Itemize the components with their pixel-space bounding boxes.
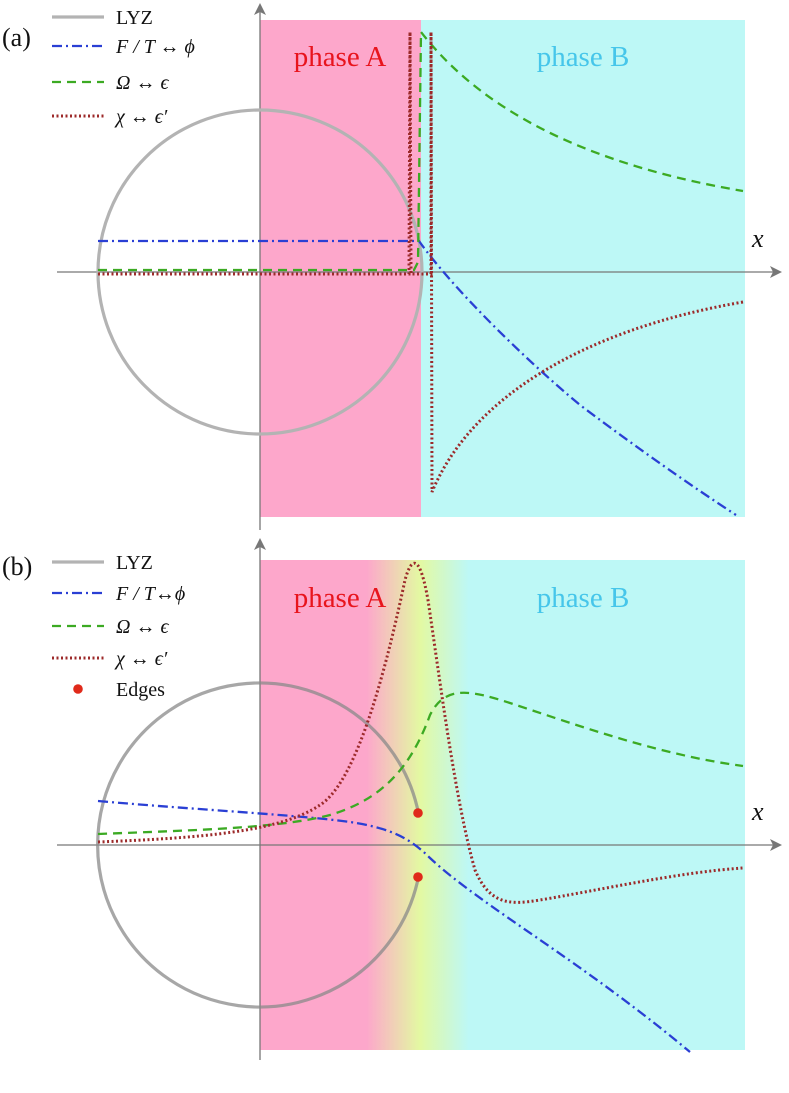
edge-point-upper <box>413 808 423 818</box>
legend-label-ft-b: F / T↔ϕ <box>115 583 185 605</box>
phase-a-label-b: phase A <box>294 582 387 614</box>
legend-label-omega-b: Ω ↔ ϵ <box>116 616 169 638</box>
edge-point-lower <box>413 872 423 882</box>
lyz-circle-a <box>96 108 424 436</box>
legend-marker-edges-b <box>73 684 83 694</box>
phase-b-label-b: phase B <box>537 582 630 614</box>
legend-label-chi-b: χ ↔ ϵ′ <box>114 648 168 670</box>
chi-curve-b <box>97 561 744 904</box>
phase-a-label-a: phase A <box>294 41 387 73</box>
lyz-circle-b <box>96 681 420 1009</box>
x-axis-label-a: x <box>751 224 764 253</box>
phase-b-label-a: phase B <box>537 41 630 73</box>
legend-label-chi-a: χ ↔ ϵ′ <box>114 106 168 128</box>
omega-curve-b <box>97 691 744 836</box>
legend-label-lyz-b: LYZ <box>116 552 153 574</box>
ft-curve-a <box>98 239 737 516</box>
legend-b: LYZ F / T↔ϕ Ω ↔ ϵ χ ↔ ϵ′ Edges <box>52 552 185 701</box>
legend-label-lyz-a: LYZ <box>116 7 153 29</box>
chi-curve-a <box>98 31 744 493</box>
panel-label-a: (a) <box>2 23 31 52</box>
x-axis-label-b: x <box>751 797 764 826</box>
panel-a: phase A phase B x (a) LYZ F / T ↔ ϕ Ω ↔ … <box>2 3 782 530</box>
legend-label-edges-b: Edges <box>116 679 165 701</box>
phase-b-region-a <box>421 20 745 517</box>
panel-b: phase A phase B x (b) LYZ F / T↔ϕ Ω ↔ ϵ … <box>2 538 782 1060</box>
ft-curve-b <box>97 799 691 1053</box>
phase-gradient-region-b <box>260 560 745 1050</box>
panel-label-b: (b) <box>2 552 32 581</box>
legend-a: LYZ F / T ↔ ϕ Ω ↔ ϵ χ ↔ ϵ′ <box>52 7 195 128</box>
omega-curve-a <box>98 28 744 272</box>
phase-a-region-a <box>260 20 421 517</box>
legend-label-omega-a: Ω ↔ ϵ <box>116 72 169 94</box>
legend-label-ft-a: F / T ↔ ϕ <box>115 36 195 58</box>
